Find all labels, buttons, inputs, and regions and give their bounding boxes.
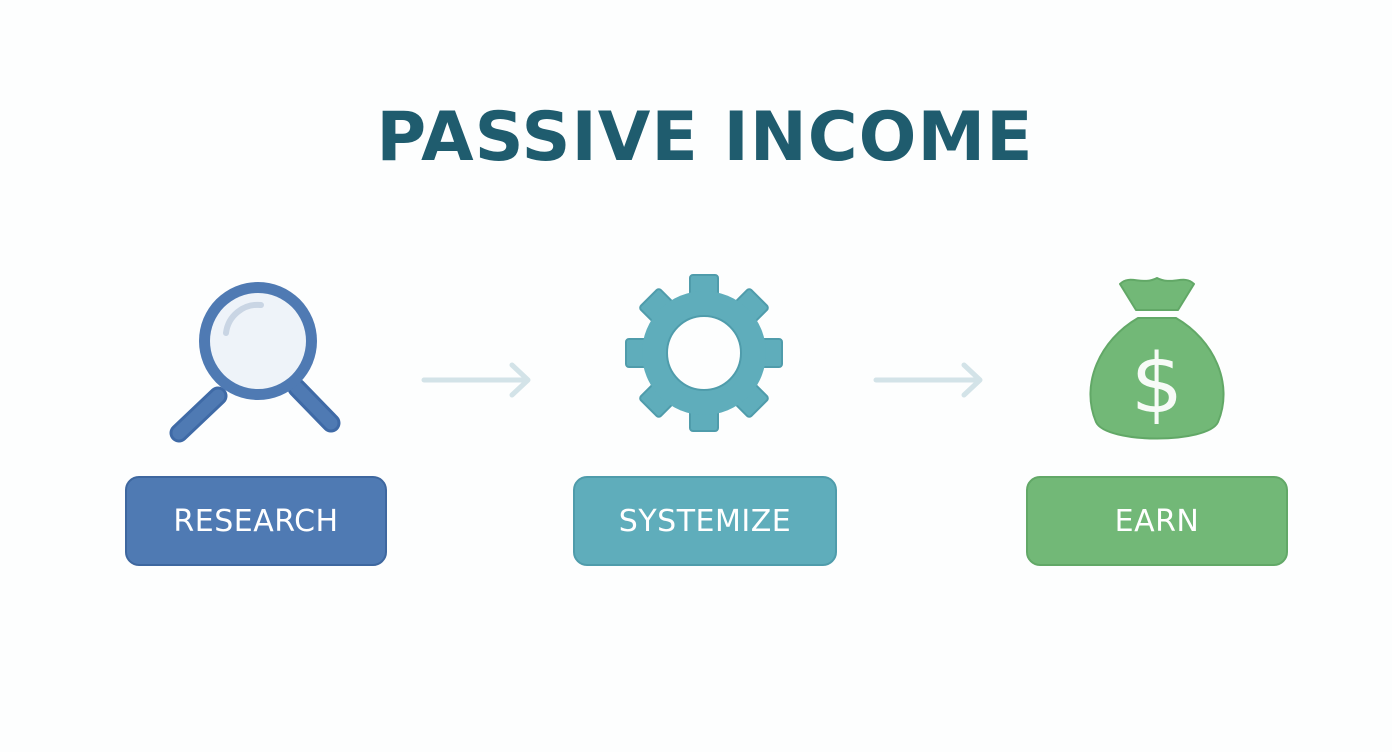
- money-bag-icon: $: [1082, 272, 1232, 452]
- page-title: PASSIVE INCOME: [376, 98, 1034, 177]
- step-research-box: RESEARCH: [125, 476, 387, 566]
- step-research-label: RESEARCH: [173, 503, 339, 539]
- step-systemize-label: SYSTEMIZE: [618, 503, 792, 539]
- gear-icon: [624, 273, 784, 433]
- dollar-sign-icon: $: [1131, 337, 1183, 432]
- step-earn-label: EARN: [1114, 503, 1200, 539]
- magnifying-glass-icon: [165, 278, 345, 443]
- arrow-right-icon: [872, 360, 987, 404]
- arrow-right-icon: [420, 360, 535, 404]
- step-systemize-box: SYSTEMIZE: [573, 476, 837, 566]
- step-earn-box: EARN: [1026, 476, 1288, 566]
